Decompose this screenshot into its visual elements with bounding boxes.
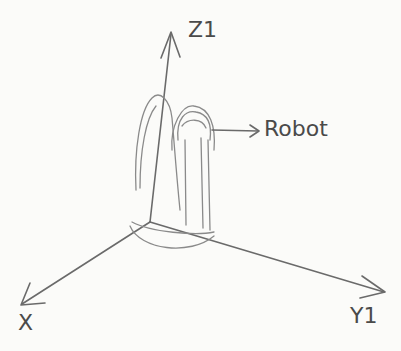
z-arrowhead <box>161 32 180 58</box>
robot-sketch <box>130 95 214 248</box>
axis-label: Z1 <box>186 18 219 42</box>
axis-label: Y1 <box>348 304 379 328</box>
x-axis <box>22 222 150 304</box>
y-arrowhead <box>360 276 385 298</box>
z-axis <box>150 34 171 222</box>
callout-label: Robot <box>262 117 330 141</box>
axis-label: X <box>16 311 35 335</box>
y-axis <box>150 222 384 292</box>
robot-pointer <box>212 130 258 131</box>
x-arrowhead <box>21 283 45 305</box>
robot-pointer-head <box>250 125 259 137</box>
